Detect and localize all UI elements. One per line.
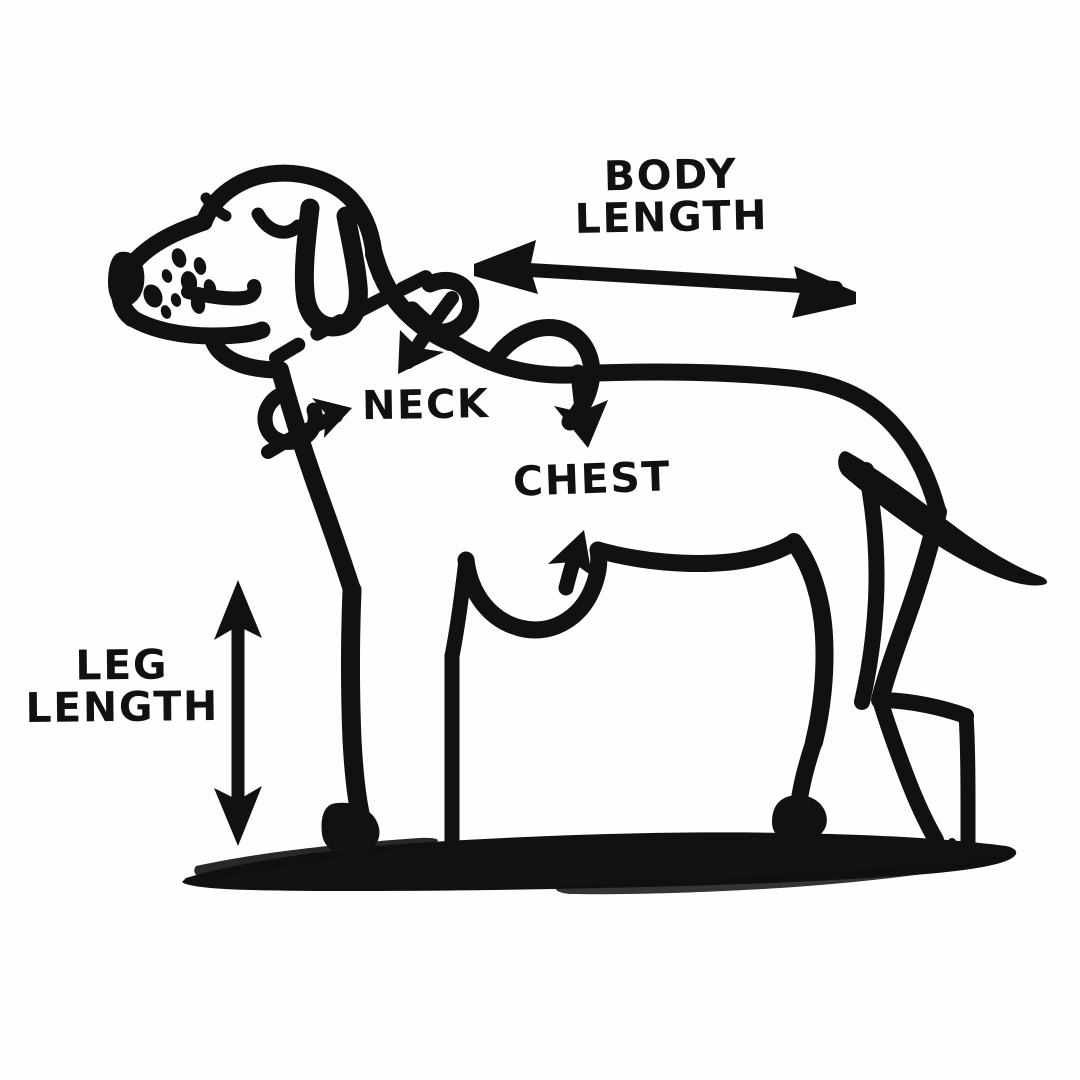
label-neck: NECK [361,381,490,430]
nose [108,251,145,307]
neck-front-line [271,361,361,599]
chest-arrow-down [554,364,608,448]
brow-tick [200,192,232,222]
closed-eye [251,207,305,239]
whisker-dots [143,248,217,319]
back-topline [587,363,947,521]
head-outline [111,164,383,379]
neck-arrow-upper [398,291,459,374]
label-chest: CHEST [512,452,672,506]
rear-leg-near [772,733,827,849]
belly-line [589,533,803,572]
label-leg-length: LEG LENGTH [25,640,220,732]
leg-length-arrow [214,580,262,846]
neck-arrow-lower [261,398,352,459]
body-length-arrow [474,240,856,318]
front-leg-near [321,580,396,884]
rear-leg-far [872,692,976,864]
label-body-length: BODY LENGTH [574,149,769,243]
rear-thigh-contour [854,462,885,710]
chest-arrow-up [548,530,592,596]
hindquarter [785,503,947,751]
floppy-ear [294,198,368,337]
ground-shadow [182,832,1017,895]
